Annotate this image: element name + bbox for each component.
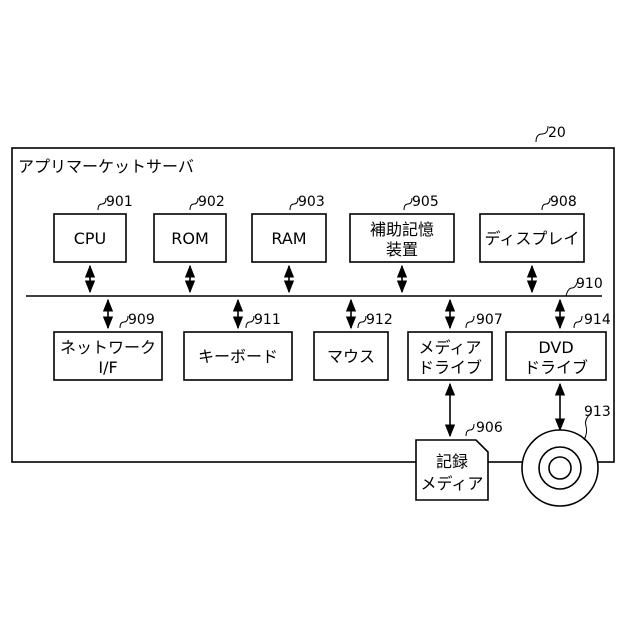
- rom-ref: 902: [198, 194, 225, 210]
- dvd-drive-label-line2: ドライブ: [524, 358, 588, 377]
- network-if-label-line2: I/F: [98, 358, 117, 377]
- disc-outer-ring: [522, 430, 598, 506]
- server-title: アプリマーケットサーバ: [18, 157, 194, 176]
- display-ref: 908: [550, 194, 577, 210]
- cpu-ref: 901: [106, 194, 133, 210]
- recording-media-label-line2: メディア: [421, 474, 484, 493]
- storage-label-line1: 補助記憶: [370, 220, 434, 239]
- keyboard-ref: 911: [254, 312, 281, 328]
- cpu-label: CPU: [74, 229, 107, 248]
- dvd-drive-ref: 914: [584, 312, 611, 328]
- disc-ref: 913: [584, 404, 611, 420]
- bus-ref: 910: [576, 276, 603, 292]
- keyboard-label: キーボード: [198, 347, 278, 366]
- display-label: ディスプレイ: [485, 229, 580, 248]
- server-ref-leader: [536, 126, 548, 142]
- network-if-label-line1: ネットワーク: [60, 338, 156, 357]
- ram-ref: 903: [298, 194, 325, 210]
- media-drive-ref: 907: [476, 312, 503, 328]
- network-if-ref: 909: [128, 312, 155, 328]
- server-ref: 20: [548, 125, 566, 141]
- media-drive-label-line2: ドライブ: [418, 358, 482, 377]
- mouse-ref: 912: [366, 312, 393, 328]
- recording-media-ref: 906: [476, 420, 503, 436]
- recording-media-label-line1: 記録: [436, 452, 468, 471]
- ram-label: RAM: [271, 229, 306, 248]
- storage-label-line2: 装置: [386, 240, 418, 259]
- storage-ref: 905: [412, 194, 439, 210]
- dvd-drive-label-line1: DVD: [538, 338, 573, 357]
- rom-label: ROM: [171, 229, 209, 248]
- mouse-label: マウス: [327, 347, 375, 366]
- media-drive-label-line1: メディア: [419, 338, 482, 357]
